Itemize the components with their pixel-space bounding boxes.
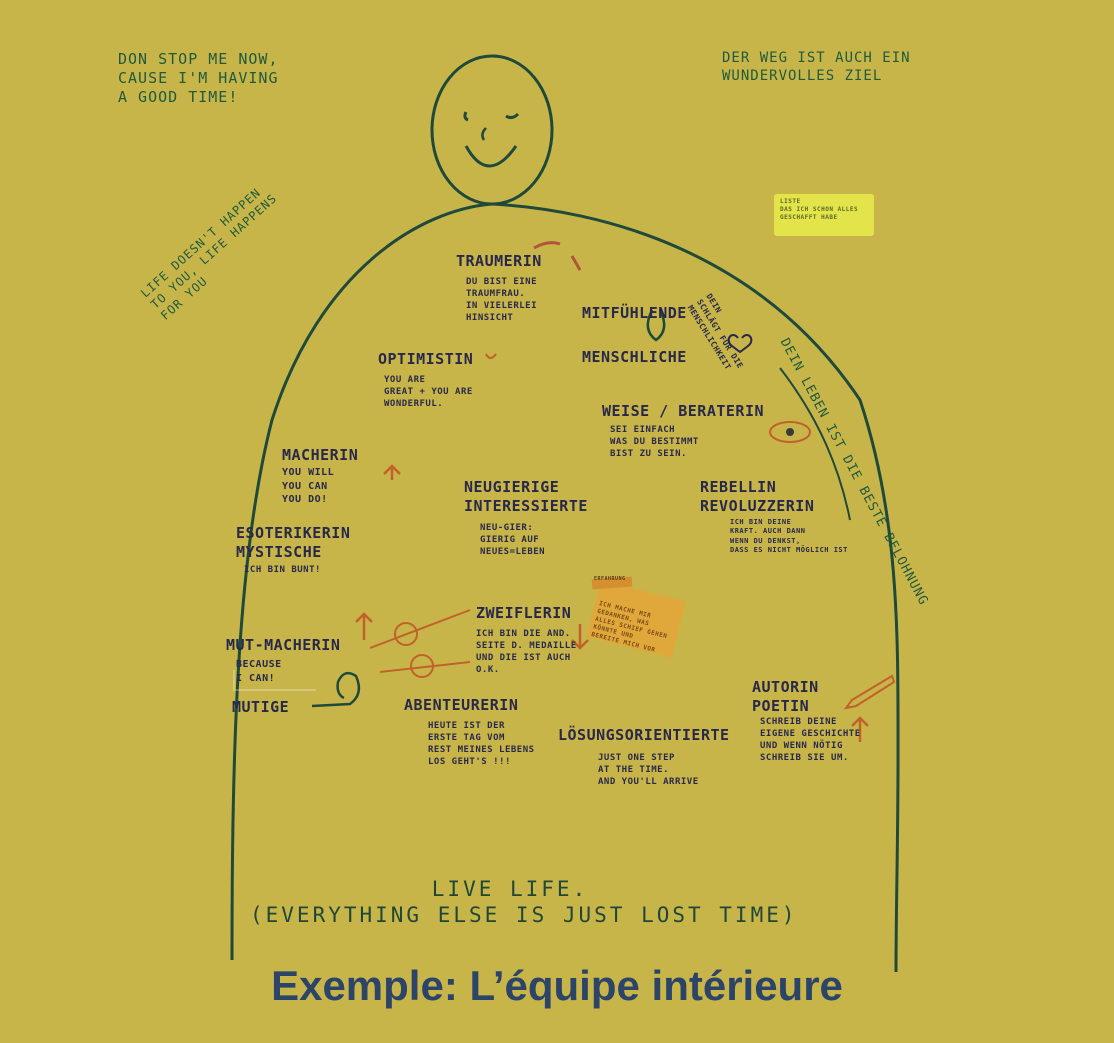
orange-sticky: [586, 580, 686, 658]
arrow-up-mutmacherin: [355, 612, 373, 640]
traumerin-mark: [533, 241, 582, 271]
role-macherin-note: YOU WILL YOU CAN YOU DO!: [282, 467, 335, 505]
link-line-1: [369, 609, 471, 649]
role-mutmacherin-title: MUT-MACHERIN: [226, 636, 341, 654]
head-outline: [430, 54, 554, 206]
role-autorin-title: AUTORIN POETIN: [752, 678, 819, 715]
role-esoterikerin-title: ESOTERIKERIN MYSTISCHE: [236, 524, 351, 561]
role-weise-title: WEISE / BERATERIN: [602, 402, 765, 420]
quote-top-right: DER WEG IST AUCH EIN WUNDERVOLLES ZIEL: [722, 50, 911, 84]
eye-pupil: [786, 428, 794, 436]
heart-icon: [727, 334, 753, 354]
role-traumerin-title: TRAUMERIN: [456, 252, 542, 270]
role-mutmacherin-note: BECAUSE I CAN!: [236, 659, 282, 684]
role-rebellin-note: ICH BIN DEINE KRAFT. AUCH DANN WENN DU D…: [730, 518, 848, 555]
arrow-up-autorin: [851, 716, 869, 742]
role-neugierige-title: NEUGIERIGE INTERESSIERTE: [464, 478, 588, 515]
arrow-up-macherin: [383, 464, 401, 480]
role-autorin-note: SCHREIB DEINE EIGENE GESCHICHTE UND WENN…: [760, 717, 861, 764]
role-macherin-title: MACHERIN: [282, 446, 359, 464]
yellow-sticky-text: LISTE DAS ICH SCHON ALLES GESCHAFFT HABE: [780, 198, 859, 222]
eye-icon: [769, 421, 811, 443]
role-abenteurerin-note: HEUTE IST DER ERSTE TAG VOM REST MEINES …: [428, 721, 535, 768]
yellow-sticky: [774, 194, 874, 236]
right-eye: [505, 112, 520, 120]
role-zweiflerin-note: ICH BIN DIE AND. SEITE D. MEDAILLE UND D…: [476, 629, 577, 676]
role-abenteurerin-title: ABENTEURERIN: [404, 696, 519, 714]
nose: [481, 127, 487, 141]
role-loesung-note: JUST ONE STEP AT THE TIME. AND YOU'LL AR…: [598, 753, 699, 788]
hand-icon: [311, 671, 361, 708]
role-optimistin-note: YOU ARE GREAT + YOU ARE WONDERFUL.: [384, 375, 473, 410]
role-mitfuehlende-title: MITFÜHLENDE: [582, 304, 687, 322]
caption-title: Exemple: L’équipe intérieure: [271, 962, 843, 1009]
left-eye: [463, 111, 469, 122]
smile: [464, 145, 518, 168]
role-loesung-title: LÖSUNGSORIENTIERTE: [558, 726, 730, 744]
figure-icon: [646, 309, 666, 342]
bottom-quote: LIVE LIFE. (EVERYTHING ELSE IS JUST LOST…: [250, 877, 798, 928]
role-traumerin-note: DU BIST EINE TRAUMFRAU. IN VIELERLEI HIN…: [466, 277, 538, 324]
quote-top-left: DON STOP ME NOW, CAUSE I'M HAVING A GOOD…: [118, 50, 279, 106]
orange-sticky-top-text: ERFAHRUNG: [594, 576, 626, 582]
role-mutige-title: MUTIGE: [232, 698, 290, 716]
orange-sticky-top: [591, 576, 633, 590]
role-rebellin-title: REBELLIN REVOLUZZERIN: [700, 478, 815, 515]
right-side-line: [779, 367, 851, 521]
role-zweiflerin-title: ZWEIFLERIN: [476, 604, 572, 622]
role-menschliche-title: MENSCHLICHE: [582, 348, 687, 366]
link-line-2: [379, 661, 471, 673]
arrow-down-zweiflerin: [571, 624, 589, 650]
body-outline: [230, 202, 900, 973]
bracket-line: [233, 670, 316, 691]
role-weise-note: SEI EINFACH WAS DU BESTIMMT BIST ZU SEIN…: [610, 425, 699, 460]
plus-circle-2: [410, 654, 434, 678]
role-esoterikerin-note: ICH BIN BUNT!: [244, 565, 321, 575]
role-neugierige-note: NEU-GIER: GIERIG AUF NEUES=LEBEN: [480, 523, 546, 558]
pencil-icon: [843, 674, 896, 710]
smiley-icon: [485, 353, 497, 359]
role-optimistin-title: OPTIMISTIN: [378, 350, 474, 368]
plus-circle-1: [394, 622, 418, 646]
